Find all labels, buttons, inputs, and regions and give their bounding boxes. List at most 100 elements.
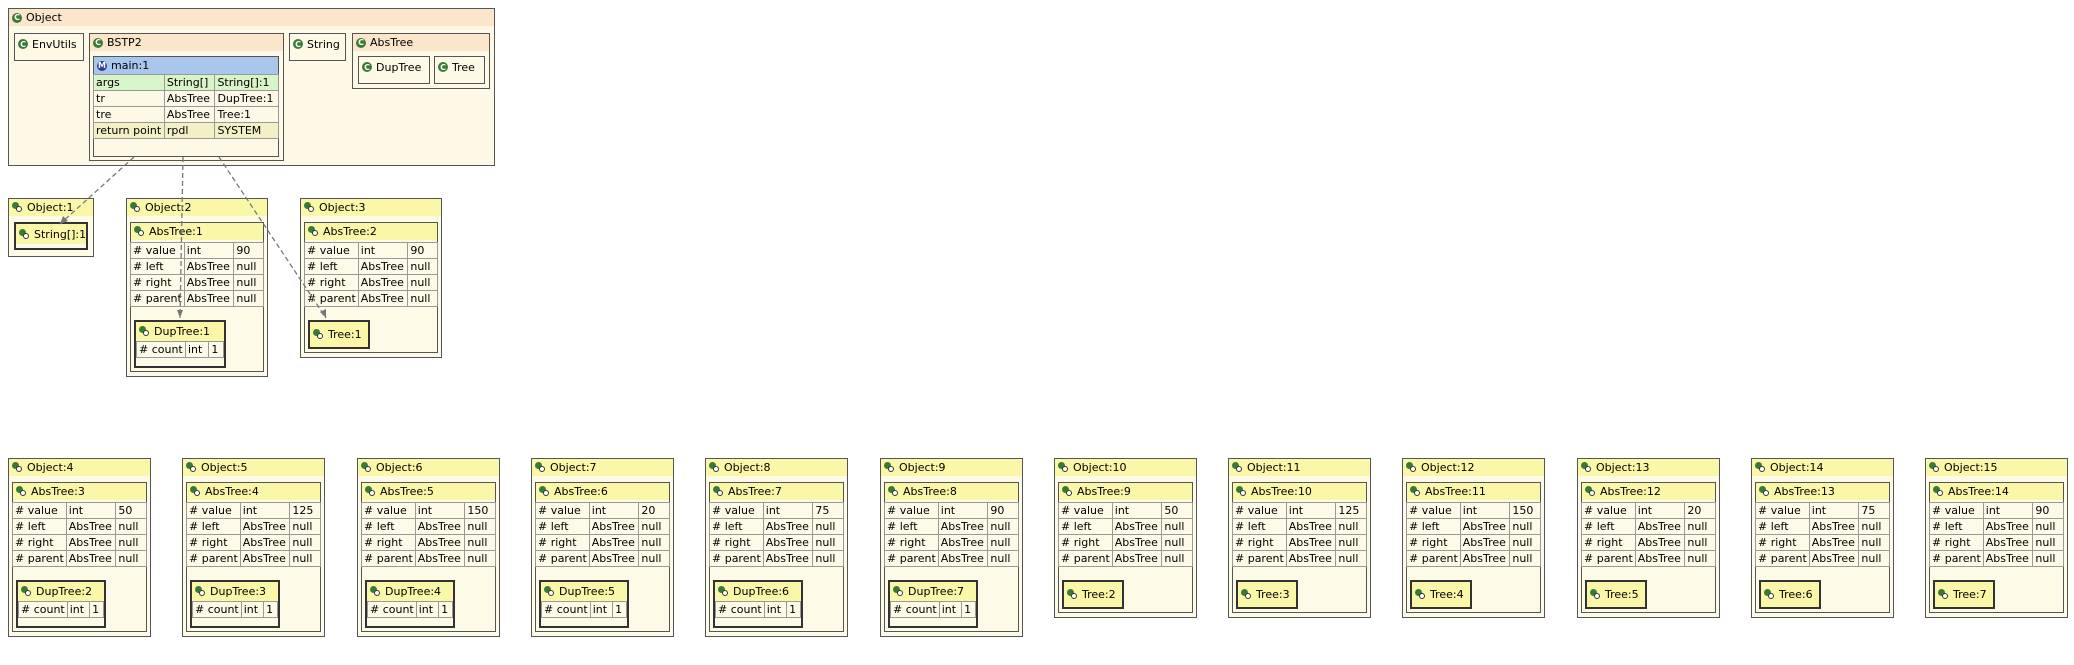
field-value: null [987, 518, 1019, 535]
field-type: AbsTree [762, 534, 814, 551]
abstree-instance-header: AbsTree:12 [1582, 483, 1715, 500]
abstree-instance-label: AbsTree:10 [1251, 485, 1312, 498]
field-name: # left [12, 518, 67, 535]
tree-class-label: Tree [452, 60, 475, 74]
object-header: Object:6 [358, 459, 499, 476]
tree-instance-header: Tree:2 [1064, 582, 1122, 607]
field-type: int [1982, 502, 2034, 519]
duptree-instance: DupTree:5 [539, 580, 629, 628]
object-label: Object:15 [1944, 461, 1998, 474]
field-value: null [115, 550, 147, 567]
tree-instance: Tree:4 [1410, 580, 1472, 609]
field-name: # right [884, 534, 939, 551]
field-type: AbsTree [1982, 518, 2034, 535]
abstree-instance-label: AbsTree:13 [1774, 485, 1835, 498]
duptree-instance-label: DupTree:2 [36, 585, 93, 598]
field-value: null [1858, 534, 1890, 551]
field-type: AbsTree [1808, 550, 1860, 567]
tree-instance: Tree:1 [308, 320, 370, 349]
field-name: # value [361, 502, 416, 519]
abstree-instance-label: AbsTree:14 [1948, 485, 2009, 498]
envutils-class: C EnvUtils [14, 33, 84, 61]
tree-instance-header: Tree:3 [1238, 582, 1296, 607]
object-icon [1759, 486, 1770, 497]
field-type: int [65, 502, 117, 519]
field-value: null [2032, 534, 2064, 551]
class-icon: C [18, 39, 28, 49]
object-header: Object:8 [706, 459, 847, 476]
field-name: # parent [1058, 550, 1113, 567]
duptree-instance: DupTree:2 [16, 580, 106, 628]
field-value: null [1858, 518, 1890, 535]
field-value: null [812, 518, 844, 535]
field-type: AbsTree [65, 534, 117, 551]
field-type: AbsTree [937, 534, 989, 551]
field-type: AbsTree [1111, 518, 1163, 535]
object-icon [718, 586, 729, 597]
string-array-header: String[]:1 [16, 224, 86, 244]
abstree-instance-header: AbsTree:4 [187, 483, 320, 500]
duptree-instance-header: DupTree:7 [890, 582, 976, 601]
field-value: null [1335, 534, 1367, 551]
field-name: # right [1755, 534, 1810, 551]
field-type: AbsTree [588, 550, 640, 567]
field-name: # value [884, 502, 939, 519]
tree-instance-label: Tree:3 [1256, 588, 1290, 601]
object-icon [190, 486, 201, 497]
field-value: 90 [987, 502, 1019, 519]
envutils-class-header: C EnvUtils [15, 34, 83, 54]
field-name: # count [192, 601, 242, 618]
field-name: # value [186, 502, 241, 519]
object-icon [186, 462, 197, 473]
method-icon: M [97, 60, 107, 71]
field-value: null [289, 534, 321, 551]
field-name: # count [367, 601, 417, 618]
object-icon [361, 462, 372, 473]
object-icon [21, 586, 32, 597]
duptree-instance-header: DupTree:5 [541, 582, 627, 601]
field-name: # value [1755, 502, 1810, 519]
field-type: int [414, 502, 466, 519]
object-icon [1232, 462, 1243, 473]
string-array-1: String[]:1 [14, 222, 88, 250]
tree-instance: Tree:7 [1933, 580, 1995, 609]
field-name: # value [1406, 502, 1461, 519]
field-name: # count [541, 601, 591, 618]
field-type: AbsTree [239, 550, 291, 567]
field-name: # parent [535, 550, 590, 567]
main-frame-table: args String[] String[]:1 tr AbsTree DupT… [93, 74, 279, 139]
abstree-instance-header: AbsTree:2 [305, 223, 437, 240]
field-type: AbsTree [414, 534, 466, 551]
field-type: int [239, 502, 291, 519]
field-name: # right [1058, 534, 1113, 551]
object-icon [535, 462, 546, 473]
object-icon [1236, 486, 1247, 497]
object-icon [1590, 589, 1601, 600]
abstree-instance-label: AbsTree:7 [728, 485, 782, 498]
envutils-class-label: EnvUtils [32, 37, 77, 51]
object-label: Object:11 [1247, 461, 1301, 474]
field-type: AbsTree [762, 550, 814, 567]
field-type: AbsTree [937, 550, 989, 567]
frame-var-type: AbsTree [163, 90, 216, 107]
tree-instance-header: Tree:5 [1587, 582, 1645, 607]
